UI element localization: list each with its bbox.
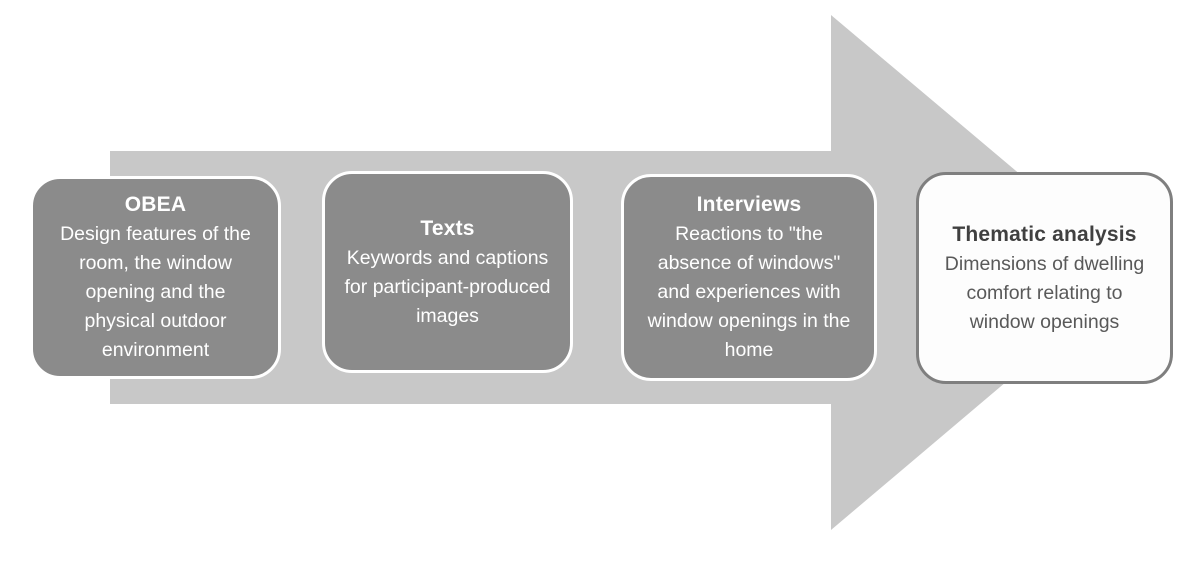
- step-box-interviews: Interviews Reactions to "the absence of …: [621, 174, 877, 381]
- step-box-texts: Texts Keywords and captions for particip…: [322, 171, 573, 373]
- step-title: Interviews: [696, 193, 802, 216]
- step-body: Dimensions of dwelling comfort relating …: [944, 252, 1145, 333]
- step-title: OBEA: [124, 193, 187, 216]
- step-body: Design features of the room, the window …: [60, 223, 251, 361]
- step-box-obea: OBEA Design features of the room, the wi…: [30, 176, 281, 379]
- step-body: Reactions to "the absence of windows" an…: [647, 223, 851, 361]
- step-box-thematic-analysis: Thematic analysis Dimensions of dwelling…: [916, 172, 1173, 384]
- step-title: Texts: [420, 216, 475, 240]
- step-title: Thematic analysis: [952, 222, 1137, 246]
- step-body: Keywords and captions for participant-pr…: [344, 246, 551, 327]
